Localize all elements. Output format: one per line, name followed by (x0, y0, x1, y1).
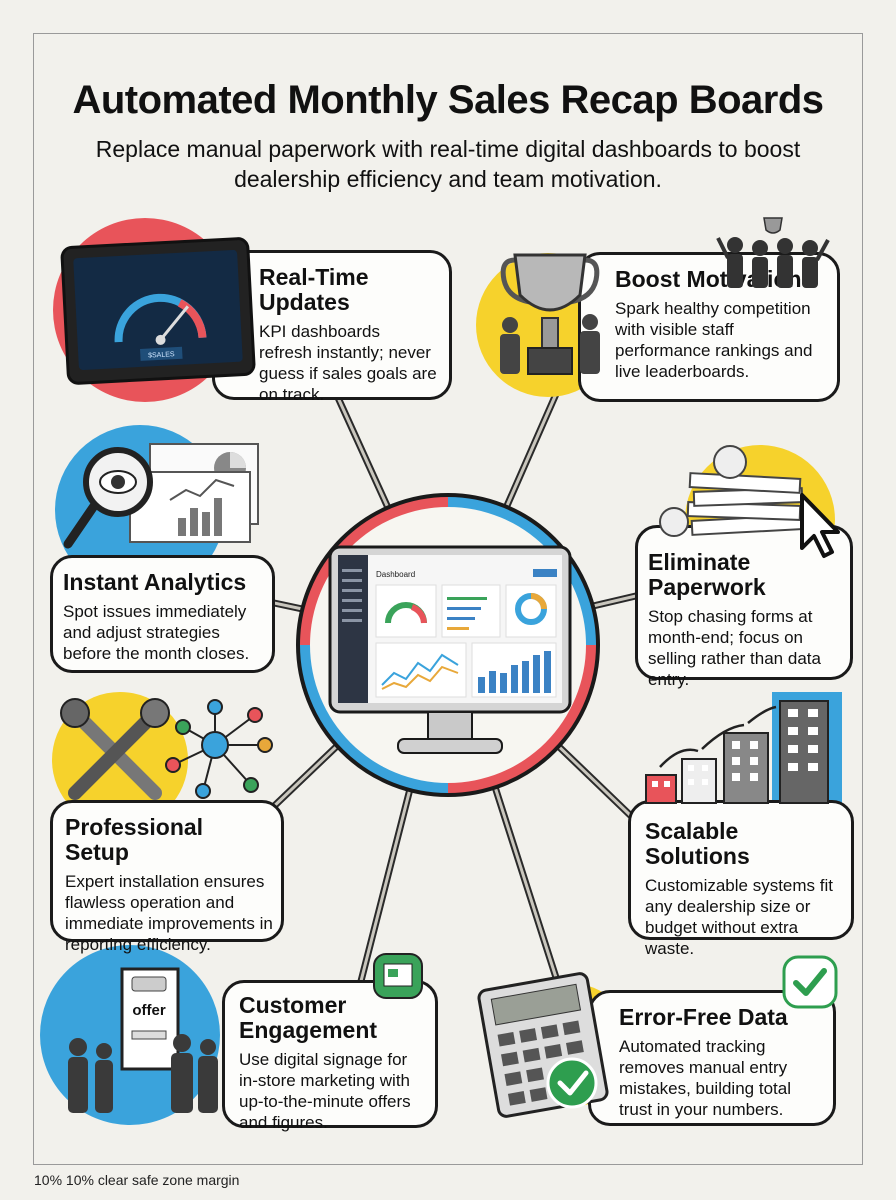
card-professional-setup: Professional Setup Expert installation e… (50, 800, 284, 954)
card-body: Customizable systems fit any dealership … (645, 876, 833, 958)
card-title: Instant Analytics (63, 569, 247, 595)
card-customer-engagement: Customer Engagement Use digital signage … (222, 980, 438, 1132)
wrench-icon (60, 698, 170, 800)
card-title: Scalable Solutions (645, 818, 750, 869)
card-title: Boost Motivation (615, 266, 802, 292)
tools-network-illustration (60, 698, 273, 800)
page-subtitle: Replace manual paperwork with real-time … (95, 136, 801, 192)
paper-stack-illustration (659, 445, 840, 558)
card-title: Customer Engagement (239, 992, 378, 1043)
card-body: Use digital signage for in-store marketi… (239, 1050, 411, 1132)
cursor-icon (800, 493, 840, 558)
card-body: Spot issues immediately and adjust strat… (63, 602, 250, 663)
card-body: Automated tracking removes manual entry … (619, 1037, 791, 1119)
offer-sign-label: offer (132, 1002, 165, 1019)
check-badge-icon (782, 955, 838, 1009)
card-eliminate-paperwork: Eliminate Paperwork Stop chasing forms a… (635, 525, 853, 689)
card-body: KPI dashboards refresh instantly; never … (259, 322, 437, 404)
card-instant-analytics: Instant Analytics Spot issues immediatel… (50, 555, 275, 673)
tablet-speedometer-illustration: $SALES (60, 237, 256, 385)
eye-icon (111, 475, 125, 489)
calculator-illustration (477, 972, 609, 1118)
trophy-team-illustration (500, 217, 830, 375)
card-title: Real-Time Updates (259, 264, 369, 315)
monitor-dashboard-illustration: Dashboard (328, 545, 572, 754)
card-scalable-solutions: Scalable Solutions Customizable systems … (628, 800, 854, 958)
card-title: Error-Free Data (619, 1004, 788, 1030)
network-icon (165, 699, 273, 799)
card-body: Expert installation ensures flawless ope… (65, 872, 273, 954)
footer-note: 10% 10% clear safe zone margin (34, 1172, 240, 1188)
monitor-screen-title: Dashboard (376, 570, 415, 579)
card-body: Stop chasing forms at month-end; focus o… (648, 607, 821, 689)
page-frame (33, 33, 863, 1165)
tablet-readout: $SALES (148, 351, 175, 359)
signage-badge-icon (373, 953, 423, 999)
growing-buildings-illustration (645, 700, 829, 804)
card-title: Professional Setup (65, 814, 204, 865)
card-title: Eliminate Paperwork (648, 549, 766, 600)
card-error-free-data: Error-Free Data Automated tracking remov… (588, 990, 836, 1126)
digital-signage-illustration: offer (68, 967, 218, 1113)
magnifier-analytics-illustration (63, 443, 259, 549)
growth-arrow-icon (659, 705, 777, 768)
check-icon (546, 1057, 598, 1109)
page-title: Automated Monthly Sales Recap Boards (72, 78, 824, 122)
card-boost-motivation: Boost Motivation Spark healthy competiti… (578, 252, 840, 402)
cheering-team-icon (716, 237, 830, 288)
card-body: Spark healthy competition with visible s… (615, 299, 813, 381)
